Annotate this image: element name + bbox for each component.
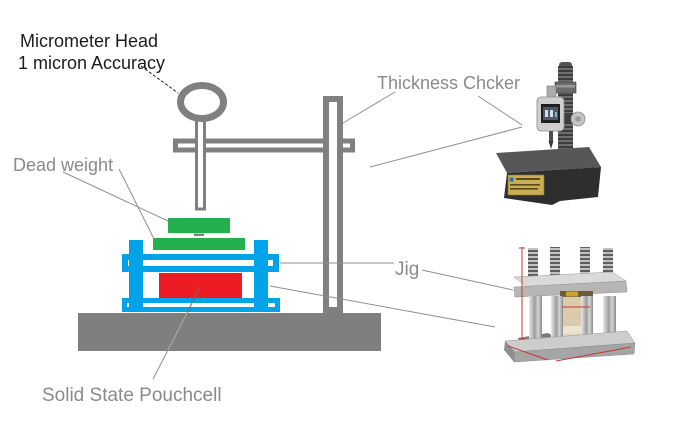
stand-crossbar	[173, 138, 355, 153]
jig-schematic	[78, 218, 381, 351]
dim-line-width	[555, 346, 632, 362]
micrometer-head-ring	[177, 82, 227, 122]
jig-bottom-bar	[122, 298, 280, 312]
jig-right-post	[254, 240, 268, 308]
jig-bottom-plate-side	[504, 341, 515, 362]
thickness-checker-photo	[496, 62, 601, 205]
label-micrometer-head-line1: Micrometer Head	[20, 31, 158, 51]
jig-rod-1	[528, 248, 538, 282]
jig-post-2	[551, 296, 563, 340]
column-nut-highlight	[556, 85, 575, 88]
base-plate	[78, 313, 381, 351]
leader-micrometer	[140, 65, 179, 94]
jig-rod-4	[603, 248, 613, 282]
base-label-text-line2	[510, 184, 540, 186]
leader-lines	[62, 65, 523, 380]
lcd-digit-2	[550, 110, 553, 117]
lcd-digit-3	[555, 112, 557, 117]
cell-terminal	[566, 291, 578, 297]
leader-column-to-photo	[369, 126, 523, 168]
leader-pouchcell-b	[167, 312, 188, 351]
probe-spindle	[549, 131, 553, 141]
measurement-stand	[173, 82, 355, 313]
leader-deadweight-1	[62, 171, 169, 222]
label-jig: Jig	[395, 259, 419, 280]
leader-thickness-to-photo	[477, 95, 523, 126]
indicator-clamp	[562, 113, 575, 122]
pouch-cell-block	[159, 273, 242, 298]
jig-post-3	[581, 296, 593, 340]
base-label-text-line3	[510, 188, 538, 190]
indicator-stem-knob	[546, 85, 557, 99]
jig-rod-3	[580, 247, 590, 281]
jig-top-plate-front	[513, 280, 628, 298]
label-pouch-cell: Solid State Pouchcell	[42, 385, 222, 406]
granite-base-top	[496, 147, 601, 173]
jig-left-post	[129, 240, 143, 308]
jig-post-4	[603, 296, 616, 338]
jig-photo	[504, 247, 636, 363]
base-label-text-line1	[516, 178, 540, 180]
base-label-logo	[509, 177, 514, 182]
micrometer-stem	[195, 118, 206, 211]
leader-pouchcell-a	[186, 286, 201, 314]
jig-rod-2	[550, 247, 560, 281]
label-dead-weight: Dead weight	[13, 155, 113, 175]
dead-weight-top	[168, 218, 230, 233]
jig-post-1	[529, 296, 542, 344]
label-micrometer-head-line2: 1 micron Accuracy	[18, 53, 165, 73]
leader-thickness-to-column	[342, 91, 396, 124]
label-thickness-checker: Thickness Chcker	[377, 73, 520, 93]
lcd-digit-1	[545, 110, 548, 117]
cell-bottom-band	[560, 326, 593, 335]
probe-tip	[548, 141, 554, 149]
clamp-knob-center	[575, 116, 581, 122]
leader-frame-to-photo	[269, 285, 496, 328]
dim-line-depth	[507, 345, 549, 361]
leader-jig-to-photo	[421, 269, 514, 291]
jig-top-bar	[122, 254, 279, 272]
spindle-tip	[194, 233, 204, 236]
leader-pouchcell-c	[152, 349, 169, 380]
dead-weight-bottom	[153, 238, 245, 250]
stand-column	[323, 96, 343, 313]
leader-deadweight-2	[118, 168, 155, 240]
